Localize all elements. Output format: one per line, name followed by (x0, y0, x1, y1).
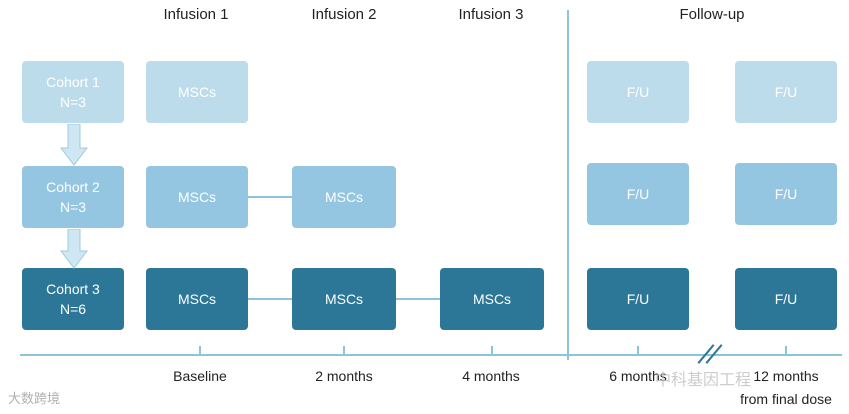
fu-box-row3-6mo: F/U (587, 268, 689, 330)
fu-label: F/U (774, 84, 798, 100)
msc-box-row1-infusion1: MSCs (146, 61, 248, 123)
timeline-tick-2mo (343, 346, 345, 356)
fu-box-row1-12mo: F/U (735, 61, 837, 123)
msc-label: MSCs (324, 189, 364, 205)
timeline-label-12mo: 12 months (753, 368, 819, 384)
header-infusion-1: Infusion 1 (163, 6, 229, 23)
fu-label: F/U (774, 186, 798, 202)
msc-box-row3-infusion1: MSCs (146, 268, 248, 330)
cohort-1-n: N=3 (59, 94, 87, 110)
msc-label: MSCs (324, 291, 364, 307)
msc-label: MSCs (177, 84, 217, 100)
msc-label: MSCs (472, 291, 512, 307)
msc-box-row2-infusion2: MSCs (292, 166, 396, 228)
fu-label: F/U (626, 84, 650, 100)
cohort-2-box: Cohort 2 N=3 (22, 166, 124, 228)
header-infusion-3: Infusion 3 (458, 6, 524, 23)
cohort-2-name: Cohort 2 (46, 179, 100, 195)
cohort-1-name: Cohort 1 (46, 74, 100, 90)
header-infusion-2: Infusion 2 (311, 6, 377, 23)
timeline-label-baseline: Baseline (173, 368, 227, 384)
timeline-tick-12mo (785, 346, 787, 356)
fu-label: F/U (626, 291, 650, 307)
connector-line (248, 298, 292, 300)
timeline-label-6mo: 6 months (609, 368, 667, 384)
cohort-3-box: Cohort 3 N=6 (22, 268, 124, 330)
msc-box-row2-infusion1: MSCs (146, 166, 248, 228)
timeline-label-2mo: 2 months (315, 368, 373, 384)
fu-box-row2-12mo: F/U (735, 163, 837, 225)
header-follow-up: Follow-up (679, 6, 745, 23)
connector-line (396, 298, 440, 300)
timeline-tick-4mo (491, 346, 493, 356)
watermark-right: 中科基因工程 (655, 372, 752, 389)
msc-label: MSCs (177, 189, 217, 205)
msc-box-row3-infusion3: MSCs (440, 268, 544, 330)
fu-label: F/U (626, 186, 650, 202)
timeline-label-4mo: 4 months (462, 368, 520, 384)
timeline-tick-6mo (637, 346, 639, 356)
watermark-left: 大数跨境 (8, 391, 61, 406)
down-arrow-icon (60, 229, 88, 269)
msc-label: MSCs (177, 291, 217, 307)
follow-up-divider (567, 10, 569, 360)
timeline-axis (20, 354, 842, 356)
fu-box-row1-6mo: F/U (587, 61, 689, 123)
cohort-3-n: N=6 (59, 301, 87, 317)
down-arrow-icon (60, 124, 88, 166)
fu-label: F/U (774, 291, 798, 307)
timeline-label-from-final-dose: from final dose (740, 391, 832, 407)
connector-line (248, 196, 292, 198)
fu-box-row2-6mo: F/U (587, 163, 689, 225)
cohort-2-n: N=3 (59, 199, 87, 215)
timeline-tick-baseline (199, 346, 201, 356)
msc-box-row3-infusion2: MSCs (292, 268, 396, 330)
cohort-1-box: Cohort 1 N=3 (22, 61, 124, 123)
fu-box-row3-12mo: F/U (735, 268, 837, 330)
cohort-3-name: Cohort 3 (46, 281, 100, 297)
